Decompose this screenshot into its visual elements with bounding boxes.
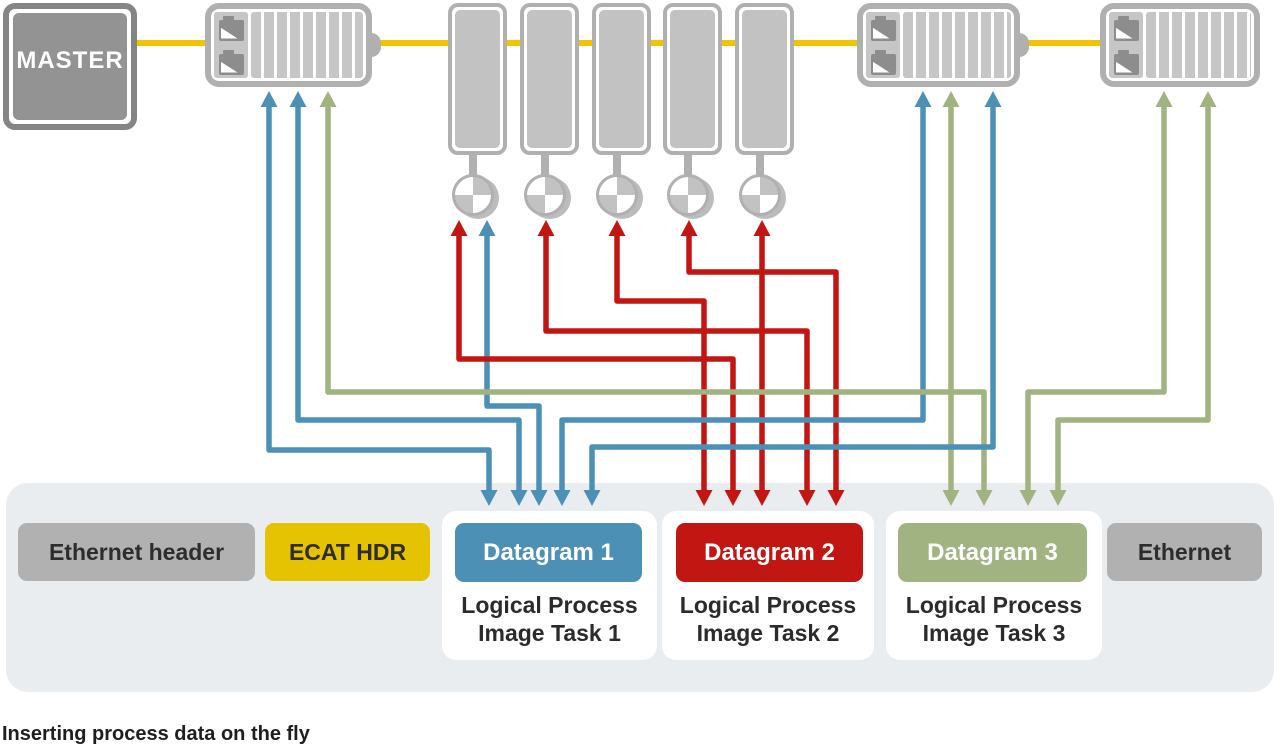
- arrowhead-up-icon: [260, 91, 278, 107]
- datagram-2-box: Datagram 2: [676, 523, 863, 582]
- arrowhead-up-icon: [753, 220, 771, 236]
- arrow-line: [543, 235, 810, 491]
- arrow-line: [325, 106, 987, 491]
- arrow-line: [484, 235, 542, 491]
- arrow-line: [1025, 106, 1167, 491]
- datagram-3-box: Datagram 3: [898, 523, 1087, 582]
- slave-coupler-1: [205, 3, 381, 87]
- drive-icon: [452, 174, 494, 216]
- arrowhead-up-icon: [478, 220, 496, 236]
- ecat-hdr-label: ECAT HDR: [288, 538, 407, 565]
- cable-connector-nub: [1016, 33, 1029, 57]
- drive-icon: [739, 174, 781, 216]
- arrowhead-up-icon: [680, 220, 698, 236]
- arrow-line: [614, 235, 707, 491]
- arrowhead-up-icon: [319, 91, 337, 107]
- coupler-port-panel: [866, 12, 900, 78]
- arrow-line: [295, 106, 522, 491]
- coupler-port-icon: [218, 15, 244, 41]
- master-device: MASTER: [3, 3, 137, 130]
- arrowhead-up-icon: [1199, 91, 1217, 107]
- master-body: MASTER: [13, 13, 127, 120]
- terminal-stripes: [251, 12, 363, 78]
- arrowhead-up-icon: [942, 91, 960, 107]
- terminal-stripes: [903, 12, 1011, 78]
- coupler-port-icon: [218, 49, 244, 75]
- drive-icon: [524, 174, 566, 216]
- ecat-hdr-box: ECAT HDR: [265, 523, 430, 581]
- master-label: MASTER: [16, 46, 124, 74]
- drive-module-1: [448, 3, 507, 155]
- datagram-2-label: Datagram 2: [704, 538, 835, 566]
- drive-module-4: [663, 3, 722, 155]
- terminal-stripes: [1146, 12, 1251, 78]
- drive-module-5: [735, 3, 794, 155]
- drive-module-3: [592, 3, 651, 155]
- task-1-label: Logical Process Image Task 1: [461, 592, 638, 646]
- arrowhead-up-icon: [289, 91, 307, 107]
- coupler-port-icon: [870, 15, 896, 41]
- figure-caption: Inserting process data on the fly: [2, 723, 310, 745]
- slave-coupler-3: [1100, 3, 1260, 87]
- ethernet-label: Ethernet: [1137, 538, 1232, 565]
- arrowhead-up-icon: [608, 220, 626, 236]
- ethernet-header-box: Ethernet header: [18, 523, 255, 581]
- arrow-line: [266, 106, 492, 491]
- coupler-port-icon: [1113, 49, 1139, 75]
- coupler-port-icon: [1113, 15, 1139, 41]
- slave-coupler-2: [857, 3, 1029, 87]
- drive-module-2: [520, 3, 579, 155]
- task-3-label: Logical Process Image Task 3: [905, 592, 1083, 646]
- coupler-port-icon: [870, 49, 896, 75]
- drive-icon: [596, 174, 638, 216]
- cable-connector-nub: [368, 33, 381, 57]
- ethernet-header-label: Ethernet header: [48, 538, 225, 565]
- coupler-port-panel: [1109, 12, 1143, 78]
- arrowhead-up-icon: [450, 220, 468, 236]
- datagram-1-label: Datagram 1: [483, 538, 614, 566]
- datagram-3-label: Datagram 3: [927, 538, 1058, 566]
- ethernet-box: Ethernet: [1107, 523, 1262, 581]
- drive-icon: [667, 174, 709, 216]
- arrowhead-up-icon: [1155, 91, 1173, 107]
- arrow-line: [686, 235, 839, 491]
- arrow-line: [589, 106, 996, 491]
- arrowhead-up-icon: [537, 220, 555, 236]
- arrowhead-up-icon: [914, 91, 932, 107]
- arrowhead-up-icon: [984, 91, 1002, 107]
- arrow-line: [1055, 106, 1211, 491]
- task-2-label: Logical Process Image Task 2: [679, 592, 857, 646]
- datagram-1-box: Datagram 1: [455, 523, 642, 582]
- coupler-port-panel: [214, 12, 248, 78]
- arrow-line: [456, 235, 736, 491]
